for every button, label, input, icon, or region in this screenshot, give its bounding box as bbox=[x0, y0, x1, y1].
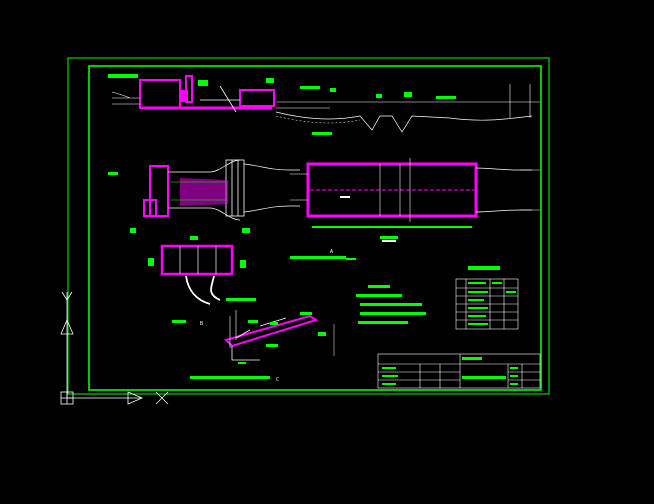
sheet-outer-border bbox=[67, 57, 550, 395]
title-block bbox=[377, 353, 541, 389]
ucs-icon bbox=[60, 291, 169, 405]
plan-view bbox=[108, 158, 540, 242]
detail-c bbox=[172, 298, 335, 379]
sheet-inner-frame bbox=[88, 65, 542, 391]
material-table bbox=[455, 266, 519, 330]
detail-mark: C bbox=[276, 377, 280, 383]
section-a bbox=[148, 236, 356, 305]
elevation-profile bbox=[108, 74, 540, 135]
notes-block bbox=[356, 285, 426, 324]
view-b-mark: B bbox=[200, 321, 204, 327]
view-a-mark: A bbox=[330, 249, 334, 255]
